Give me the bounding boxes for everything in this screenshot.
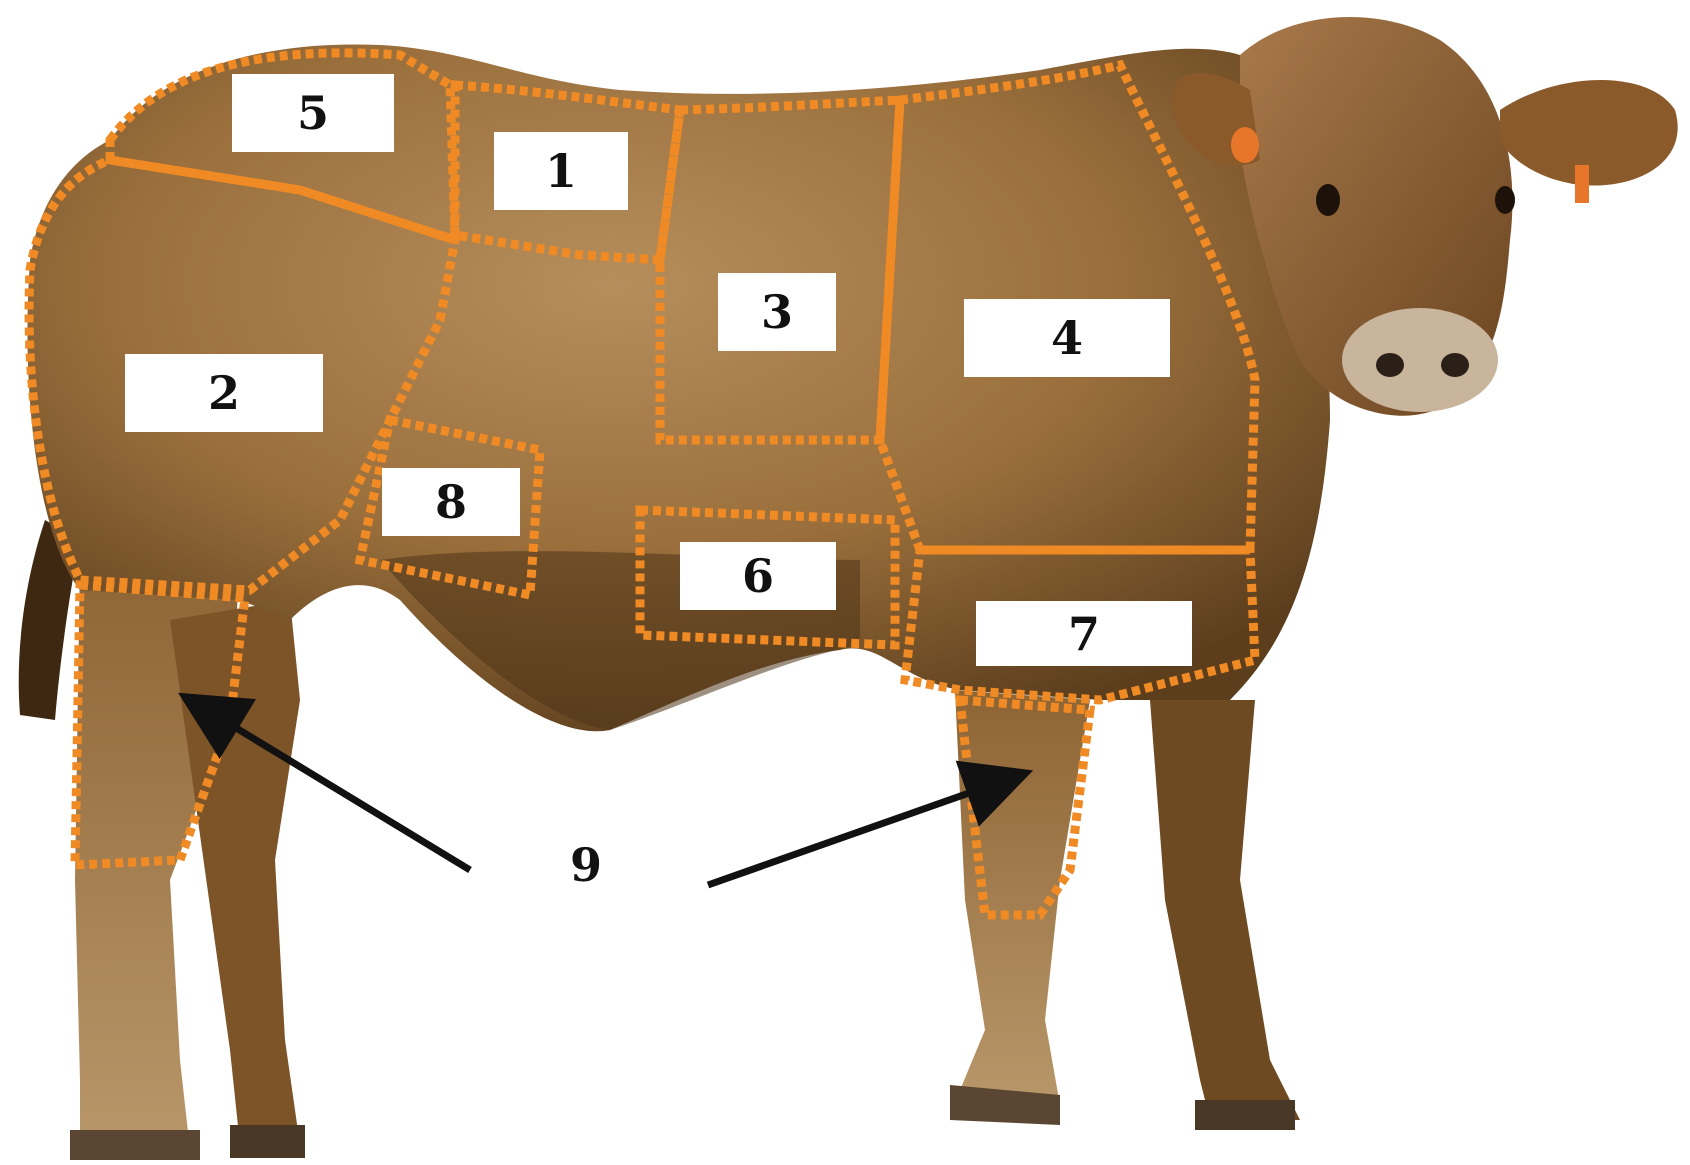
- hoof: [1195, 1100, 1295, 1130]
- nostril: [1376, 353, 1404, 377]
- front-leg-left: [955, 690, 1090, 1105]
- cow-eye: [1316, 184, 1340, 216]
- front-leg-right: [1150, 700, 1300, 1120]
- region-2-label: 2: [125, 354, 323, 432]
- hoof: [70, 1130, 200, 1160]
- region-4-label: 4: [964, 299, 1170, 377]
- region-6-label: 6: [680, 542, 836, 610]
- ear-tag: [1231, 127, 1259, 163]
- cow-muzzle: [1342, 308, 1498, 412]
- region-3-label: 3: [718, 273, 836, 351]
- region-9-label: 9: [570, 838, 602, 892]
- nostril: [1441, 353, 1469, 377]
- cow-eye: [1495, 186, 1515, 214]
- region-1-label: 1: [494, 132, 628, 210]
- region-7-label: 7: [976, 601, 1192, 666]
- ear-tag: [1575, 165, 1589, 203]
- region-5-label: 5: [232, 74, 394, 152]
- region-8-label: 8: [382, 468, 520, 536]
- hoof: [230, 1125, 305, 1158]
